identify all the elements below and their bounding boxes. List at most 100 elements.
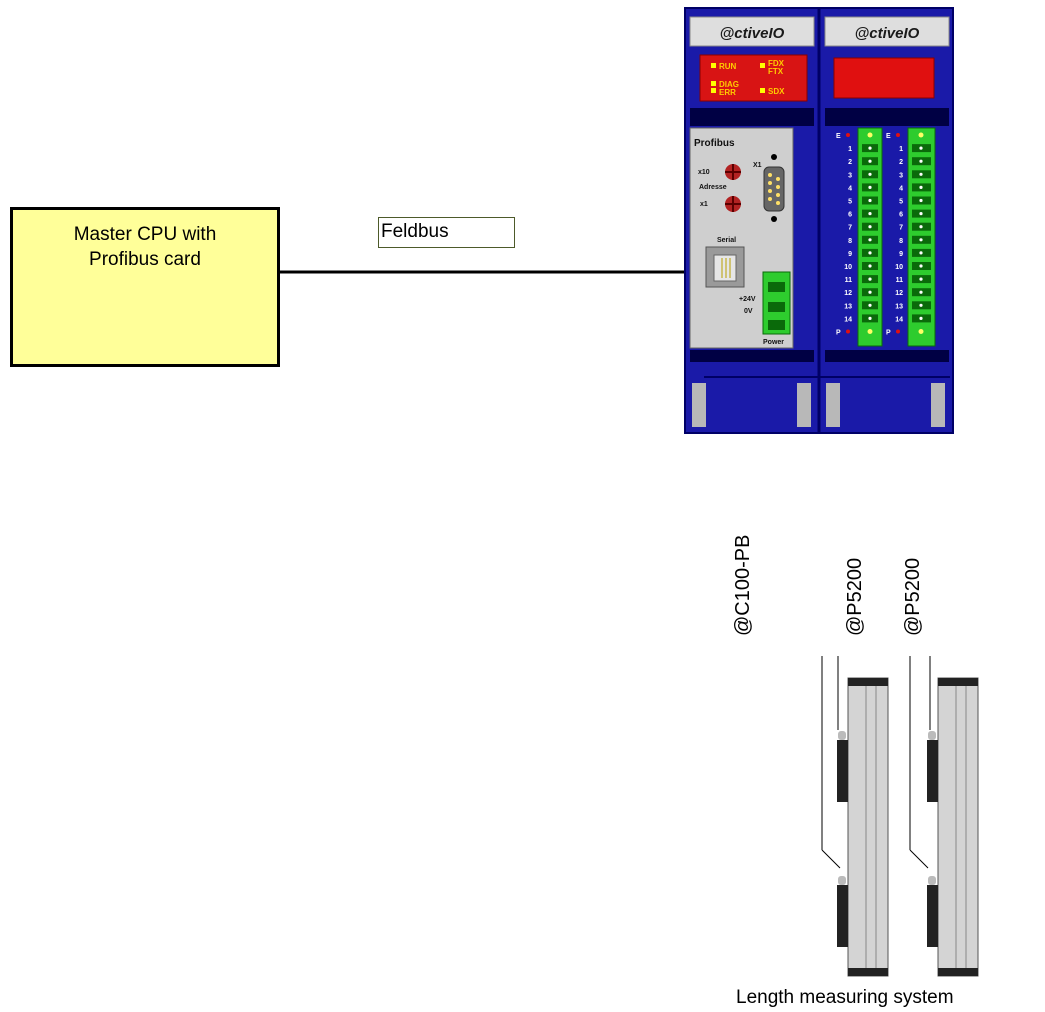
io-label-left-6: 6 xyxy=(848,212,852,219)
led-run-label: RUN xyxy=(719,62,737,71)
side-module-1 xyxy=(837,677,889,977)
io-pin-right-9 xyxy=(919,251,923,255)
io-pin-left-11 xyxy=(868,277,872,281)
io-pin-right-6 xyxy=(919,212,923,216)
x10-label: x10 xyxy=(698,169,710,176)
io-label-left-14: 14 xyxy=(844,316,852,323)
io-pin-left-8 xyxy=(868,238,872,242)
io-pin-right-11 xyxy=(919,277,923,281)
foot-1-right-tab xyxy=(797,383,811,427)
io-pin-left-10 xyxy=(868,264,872,268)
brand-plate-2 xyxy=(824,16,950,47)
io-label-left-11: 11 xyxy=(845,277,853,284)
foot-2 xyxy=(822,380,950,428)
upper-band-2 xyxy=(825,108,949,126)
x1-conn-label: X1 xyxy=(753,162,762,169)
io-label-right-10: 10 xyxy=(895,264,903,271)
io-pin-right-7 xyxy=(919,225,923,229)
io-label-left-8: 8 xyxy=(848,238,852,245)
foot-1-left-tab xyxy=(692,383,706,427)
io-pin-left-5 xyxy=(868,198,872,203)
io-label-right-13: 13 xyxy=(895,303,903,310)
io-label-right-14: 14 xyxy=(895,316,903,323)
foot-1 xyxy=(688,380,816,428)
io-label-left-10: 10 xyxy=(844,264,852,271)
io-label-left-0: E xyxy=(836,133,841,140)
io-pin-right-4 xyxy=(919,185,923,189)
led-panel-2 xyxy=(833,57,935,99)
io-label-right-1: 1 xyxy=(899,146,903,153)
io-label-left-15: P xyxy=(836,330,841,337)
io-led-right-15 xyxy=(918,329,924,334)
master-label-line1: Master CPU with xyxy=(73,224,217,245)
led-sdx-label: SDX xyxy=(768,87,785,96)
io-label-right-11: 11 xyxy=(896,277,904,284)
io-label-right-15: P xyxy=(886,330,891,337)
profibus-title: Profibus xyxy=(694,138,735,149)
io-label-right-5: 5 xyxy=(899,199,903,206)
led-fdx xyxy=(760,63,765,68)
io-pin-right-13 xyxy=(919,303,923,307)
io-label-left-4: 4 xyxy=(848,185,852,192)
io-label-right-3: 3 xyxy=(899,172,903,179)
io-marker-right-15 xyxy=(896,329,900,334)
lower-band-2 xyxy=(825,350,949,362)
io-label-left-1: 1 xyxy=(848,146,852,153)
master-cpu-label: Master CPU with Profibus card xyxy=(13,210,277,272)
side-label-p5200-1: @P5200 xyxy=(844,557,866,636)
io-label-left-9: 9 xyxy=(848,251,852,258)
io-label-left-13: 13 xyxy=(844,303,852,310)
io-marker-left-15 xyxy=(846,329,850,334)
led-run xyxy=(711,63,716,68)
io-label-left-7: 7 xyxy=(848,225,852,232)
v0-label: 0V xyxy=(744,308,753,315)
io-label-right-2: 2 xyxy=(899,159,903,166)
io-pin-right-2 xyxy=(919,159,923,163)
io-label-left-5: 5 xyxy=(848,199,852,206)
io-pin-right-12 xyxy=(919,290,923,294)
master-cpu-box: Master CPU with Profibus card xyxy=(10,207,280,367)
io-pin-left-14 xyxy=(868,316,872,320)
dsub-screw-top xyxy=(771,154,777,160)
io-pin-left-9 xyxy=(868,251,872,255)
io-label-right-0: E xyxy=(886,133,891,140)
led-diag xyxy=(711,81,716,86)
led-err xyxy=(711,88,716,93)
io-pin-right-10 xyxy=(919,264,923,268)
io-pin-left-1 xyxy=(868,146,872,150)
io-pin-right-5 xyxy=(919,198,923,203)
led-err-label: ERR xyxy=(719,88,736,97)
length-measuring-label: Length measuring system xyxy=(736,987,954,1008)
lower-band-1 xyxy=(690,350,814,362)
led-sdx xyxy=(760,88,765,93)
io-pin-left-7 xyxy=(868,225,872,229)
dsub-connector xyxy=(763,166,785,212)
foot-2-left-tab xyxy=(826,383,840,427)
master-label-line2: Profibus card xyxy=(89,249,201,270)
led-fdx-label: FDX xyxy=(768,59,785,68)
foot-2-right-tab xyxy=(931,383,945,427)
dsub-screw-bottom xyxy=(771,216,777,222)
led-panel-1 xyxy=(699,54,808,102)
io-pin-right-14 xyxy=(919,316,923,320)
serial-label: Serial xyxy=(717,237,736,244)
io-pin-right-8 xyxy=(919,238,923,242)
io-label-right-9: 9 xyxy=(899,251,903,258)
brand-plate-1 xyxy=(689,16,815,47)
brand-label-2: @ctiveIO xyxy=(855,25,920,42)
io-pin-left-6 xyxy=(868,212,872,216)
io-marker-right-0 xyxy=(896,133,900,137)
power-label: Power xyxy=(763,339,784,346)
io-pin-right-3 xyxy=(919,172,923,176)
io-label-right-7: 7 xyxy=(899,225,903,232)
side-module-2 xyxy=(927,677,979,977)
io-marker-left-0 xyxy=(846,133,850,137)
io-label-right-12: 12 xyxy=(895,290,903,297)
side-label-p5200-2: @P5200 xyxy=(902,557,924,636)
led-diag-label: DIAG xyxy=(719,80,739,89)
io-pin-left-13 xyxy=(868,303,872,307)
upper-band-1 xyxy=(690,108,814,126)
io-label-right-4: 4 xyxy=(899,185,903,192)
